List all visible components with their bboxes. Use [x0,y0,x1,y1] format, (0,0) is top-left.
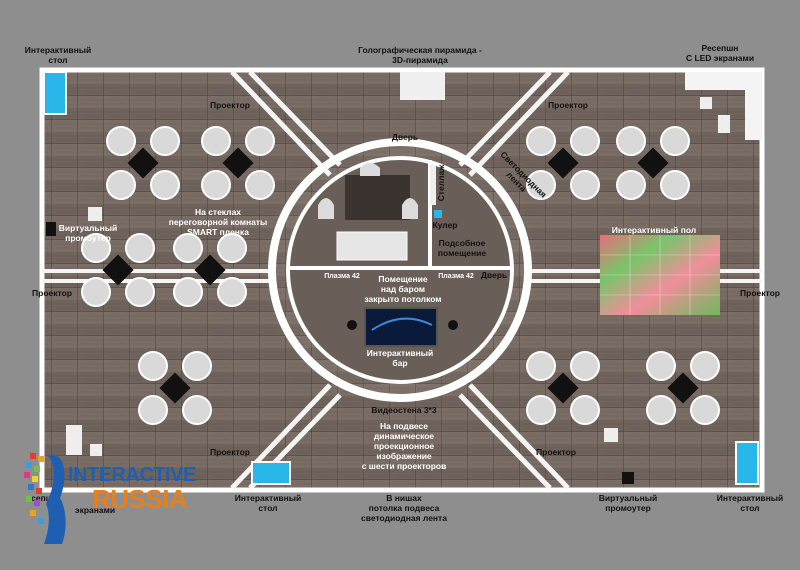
chair [616,126,646,156]
chair [125,233,155,263]
logo-line2: RUSSIA [92,484,188,514]
chair [526,126,556,156]
chair [526,395,556,425]
label-projector-mr: Проектор [740,288,780,298]
table-group [106,126,180,200]
table-group [526,126,600,200]
chair [201,126,231,156]
chair [217,233,247,263]
label-screens-partial: экранами [74,505,116,515]
table-group [173,233,247,307]
label-plasma-right: Плазма 42 [438,273,474,280]
interactive-russia-logo: INTERACTIVE RUSSIA [20,448,210,548]
chair [245,170,275,200]
chair [138,395,168,425]
label-cooler: Кулер [432,220,458,230]
chair [690,351,720,381]
chair [106,170,136,200]
chair [173,233,203,263]
chair [660,170,690,200]
table [127,147,159,179]
label-projector-tl: Проектор [210,100,250,110]
table [222,147,254,179]
label-projector-ml: Проектор [32,288,72,298]
table [194,254,226,286]
chair [81,233,111,263]
chair [106,126,136,156]
chair [138,351,168,381]
chair [526,170,556,200]
label-projector-bl: Проектор [210,447,250,457]
label-door-top: Дверь [391,132,419,142]
chair [616,170,646,200]
label-plasma-left: Плазма 42 [324,273,360,280]
chair [646,395,676,425]
interactive-table-br [735,441,759,485]
label-shelving: Стеллаж [436,164,446,202]
chair [570,351,600,381]
chair [646,351,676,381]
chair [81,277,111,307]
chair [201,170,231,200]
table-group [201,126,275,200]
chair [690,395,720,425]
label-reception-partial: сепш [31,493,53,503]
diagonal-walls [230,70,570,490]
label-projector-br: Проектор [536,447,576,457]
label-videowall: Видеостена 3*3 [371,405,437,415]
chair [182,395,212,425]
label-interactive-floor: Интерактивный пол [611,225,697,235]
chair [217,277,247,307]
chair [570,170,600,200]
table-group [526,351,600,425]
hologram-pyramid [400,72,445,100]
chair [182,351,212,381]
chair [125,277,155,307]
label-hologram-pyramid: Голографическая пирамида -3D-пирамида [358,45,482,65]
table [102,254,134,286]
chair [660,126,690,156]
logo-line1: INTERACTIVE [68,464,196,486]
interactive-table-bl [251,461,291,485]
chair [150,170,180,200]
reception-desk [685,72,762,140]
table-group [81,233,155,307]
chair [526,351,556,381]
logo-figure-icon [24,453,66,544]
table [547,372,579,404]
label-door-right: Дверь [480,270,508,280]
chair [150,126,180,156]
chair [570,395,600,425]
table [667,372,699,404]
chair [173,277,203,307]
center-circle-outer [268,138,532,402]
table [159,372,191,404]
table-group [646,351,720,425]
interactive-table-tl [43,71,67,115]
chair [245,126,275,156]
label-projector-tr: Проектор [548,100,588,110]
chair [570,126,600,156]
meeting-room-furniture [318,163,442,261]
outer-wall [39,67,765,493]
table-group [138,351,212,425]
